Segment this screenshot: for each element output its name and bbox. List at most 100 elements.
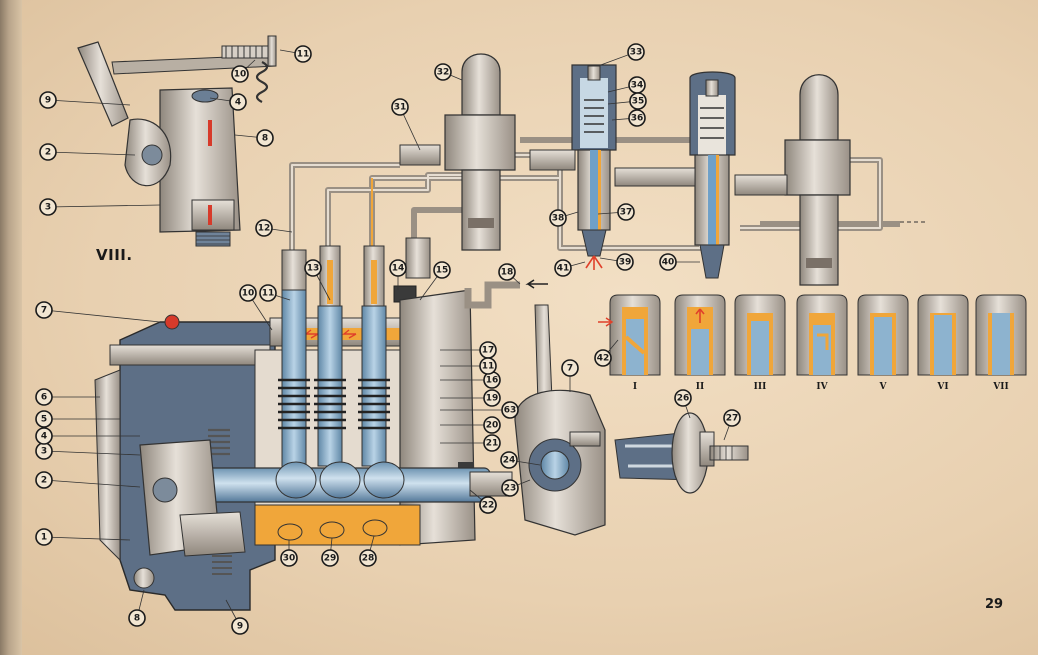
callout-number: 9 (45, 96, 51, 106)
callout-number: 39 (619, 258, 632, 268)
callout-leader (43, 536, 131, 541)
callout-circle (39, 198, 57, 216)
stage-label: VII (992, 382, 1008, 392)
callout-marker: 36 (628, 109, 646, 127)
callout-circle (483, 389, 501, 407)
feed-pump (464, 279, 606, 536)
callout-number: 9 (237, 622, 243, 632)
callout-circle (304, 259, 322, 277)
callout-number: 16 (486, 376, 499, 386)
callout-number: 24 (503, 456, 516, 466)
callout-number: 32 (437, 68, 450, 78)
callout-marker: 7 (561, 359, 579, 377)
callout-number: 34 (631, 81, 644, 91)
callout-marker: 12 (255, 219, 273, 237)
callout-number: 21 (486, 439, 499, 449)
callout-circle (433, 261, 451, 279)
callout-number: 11 (262, 289, 275, 299)
callout-circle (659, 253, 677, 271)
callout-circle (500, 451, 518, 469)
callout-marker: 7 (35, 301, 53, 319)
callout-number: 42 (597, 354, 610, 364)
callout-marker: 11 (294, 45, 312, 63)
callout-circle (723, 409, 741, 427)
callout-marker: 11 (259, 284, 277, 302)
callout-number: 4 (235, 98, 241, 108)
figure-label: VIII. (96, 246, 133, 264)
callout-marker: 38 (549, 209, 567, 227)
callout-number: 31 (394, 103, 407, 113)
callout-marker: 3 (35, 442, 53, 460)
book-spine-shadow (0, 0, 22, 655)
callout-circle (39, 143, 57, 161)
callout-marker: 26 (674, 389, 692, 407)
callout-circle (434, 63, 452, 81)
callout-number: 2 (41, 476, 47, 486)
callout-marker: 8 (256, 129, 274, 147)
callout-number: 7 (567, 364, 573, 374)
callout-number: 12 (258, 224, 271, 234)
callout-circle (554, 259, 572, 277)
callout-number: 27 (726, 414, 739, 424)
callout-marker: 9 (39, 91, 57, 109)
callout-number: 28 (362, 554, 375, 564)
callout-marker: 41 (554, 259, 572, 277)
callout-leader (47, 99, 131, 106)
callout-marker: 23 (501, 479, 519, 497)
callout-marker: 31 (391, 98, 409, 116)
callout-number: 5 (41, 415, 47, 425)
callout-marker: 20 (483, 416, 501, 434)
callout-number: 3 (41, 447, 47, 457)
stage-label: I (633, 382, 637, 392)
stage-label: V (879, 382, 888, 392)
callout-circle (128, 609, 146, 627)
callout-marker: 5 (35, 410, 53, 428)
callout-number: 38 (552, 214, 565, 224)
callout-number: 10 (242, 289, 255, 299)
callout-circle (501, 401, 519, 419)
callout-circle (259, 284, 277, 302)
callout-number: 36 (631, 114, 644, 124)
callout-leader (43, 479, 141, 488)
callout-circle (501, 479, 519, 497)
callout-marker: 27 (723, 409, 741, 427)
callout-circle (35, 410, 53, 428)
callout-marker: 21 (483, 434, 501, 452)
callout-marker: 2 (39, 143, 57, 161)
callout-circle (35, 427, 53, 445)
callout-number: 3 (45, 203, 51, 213)
plunger-stage (857, 294, 909, 376)
callout-leader (43, 450, 141, 456)
callout-circle (674, 389, 692, 407)
callout-marker: 4 (229, 93, 247, 111)
callout-circle (35, 388, 53, 406)
callout-number: 8 (134, 614, 140, 624)
stage-label: II (696, 382, 704, 392)
plunger-stage-sections (598, 294, 1027, 376)
injector-2-sectioned (529, 64, 617, 270)
plunger-stage (917, 294, 969, 376)
callout-marker: 22 (479, 496, 497, 514)
callout-circle (294, 45, 312, 63)
callout-marker: 32 (434, 63, 452, 81)
callout-circle (35, 471, 53, 489)
callout-circle (359, 549, 377, 567)
callout-marker: 14 (389, 259, 407, 277)
callout-marker: 6 (35, 388, 53, 406)
callout-marker: 39 (616, 253, 634, 271)
callout-marker: 10 (239, 284, 257, 302)
callout-circle (498, 263, 516, 281)
callout-number: 17 (482, 346, 495, 356)
callout-number: 6 (41, 393, 47, 403)
plunger-stage (609, 294, 661, 376)
callout-leader (47, 204, 161, 208)
callout-number: 20 (486, 421, 499, 431)
callout-number: 13 (307, 264, 320, 274)
callout-number: 1 (41, 533, 47, 543)
injector-1 (399, 53, 516, 251)
callout-circle (231, 65, 249, 83)
callout-number: 23 (504, 484, 517, 494)
callout-marker: 17 (479, 341, 497, 359)
